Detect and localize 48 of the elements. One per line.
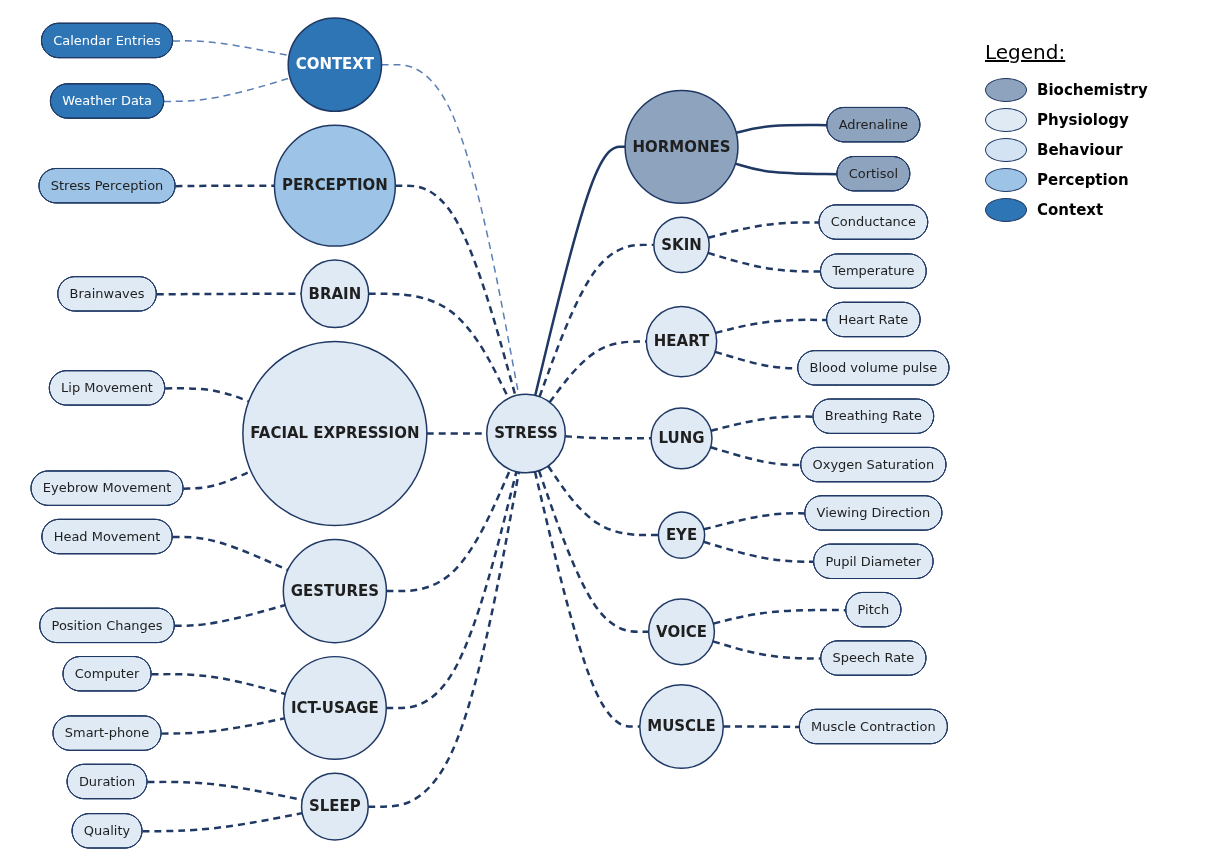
connector <box>735 162 838 176</box>
connector <box>547 465 659 537</box>
connector <box>386 469 512 593</box>
connector <box>565 435 652 440</box>
connector <box>712 640 822 660</box>
node-circle: BRAIN <box>300 259 370 329</box>
node-circle: SKIN <box>653 216 710 274</box>
connector <box>163 77 291 103</box>
node-circle: FACIAL EXPRESSION <box>242 340 428 527</box>
connector <box>708 221 820 239</box>
node-circle: LUNG <box>650 407 713 470</box>
connector <box>534 145 626 396</box>
legend-text: Context <box>1037 201 1104 219</box>
node-circle: ICT-USAGE <box>282 655 387 761</box>
legend-heading: Legend: <box>985 40 1066 64</box>
node-circle: VOICE <box>647 598 716 666</box>
connector <box>537 470 649 634</box>
connector <box>710 415 814 432</box>
connector <box>713 608 847 625</box>
node-circle: GESTURES <box>282 538 388 644</box>
connector <box>715 318 828 335</box>
connector <box>175 184 275 188</box>
node-circle: HORMONES <box>624 89 739 204</box>
node-circle: MUSCLE <box>639 684 724 769</box>
connector <box>710 446 802 467</box>
node-circle: CONTEXT <box>287 17 383 113</box>
connector <box>707 251 822 273</box>
legend-text: Behaviour <box>1037 141 1123 159</box>
connector <box>723 725 800 729</box>
node-circle: SLEEP <box>300 772 369 841</box>
legend-text: Physiology <box>1037 111 1129 129</box>
connector <box>142 811 303 833</box>
legend-text: Perception <box>1037 171 1129 189</box>
node-circle: EYE <box>657 511 706 559</box>
connector <box>395 184 517 397</box>
connector <box>735 123 828 134</box>
connector <box>172 40 290 57</box>
connector <box>386 471 518 710</box>
connector <box>703 512 806 531</box>
node-circle: HEART <box>645 305 718 378</box>
node-circle: PERCEPTION <box>273 124 397 247</box>
connector <box>161 717 285 735</box>
connector <box>174 603 286 628</box>
legend-text: Biochemistry <box>1037 81 1148 99</box>
connector <box>703 540 815 564</box>
connector <box>368 472 521 808</box>
node-circle: STRESS <box>486 393 567 474</box>
connector <box>151 672 286 696</box>
